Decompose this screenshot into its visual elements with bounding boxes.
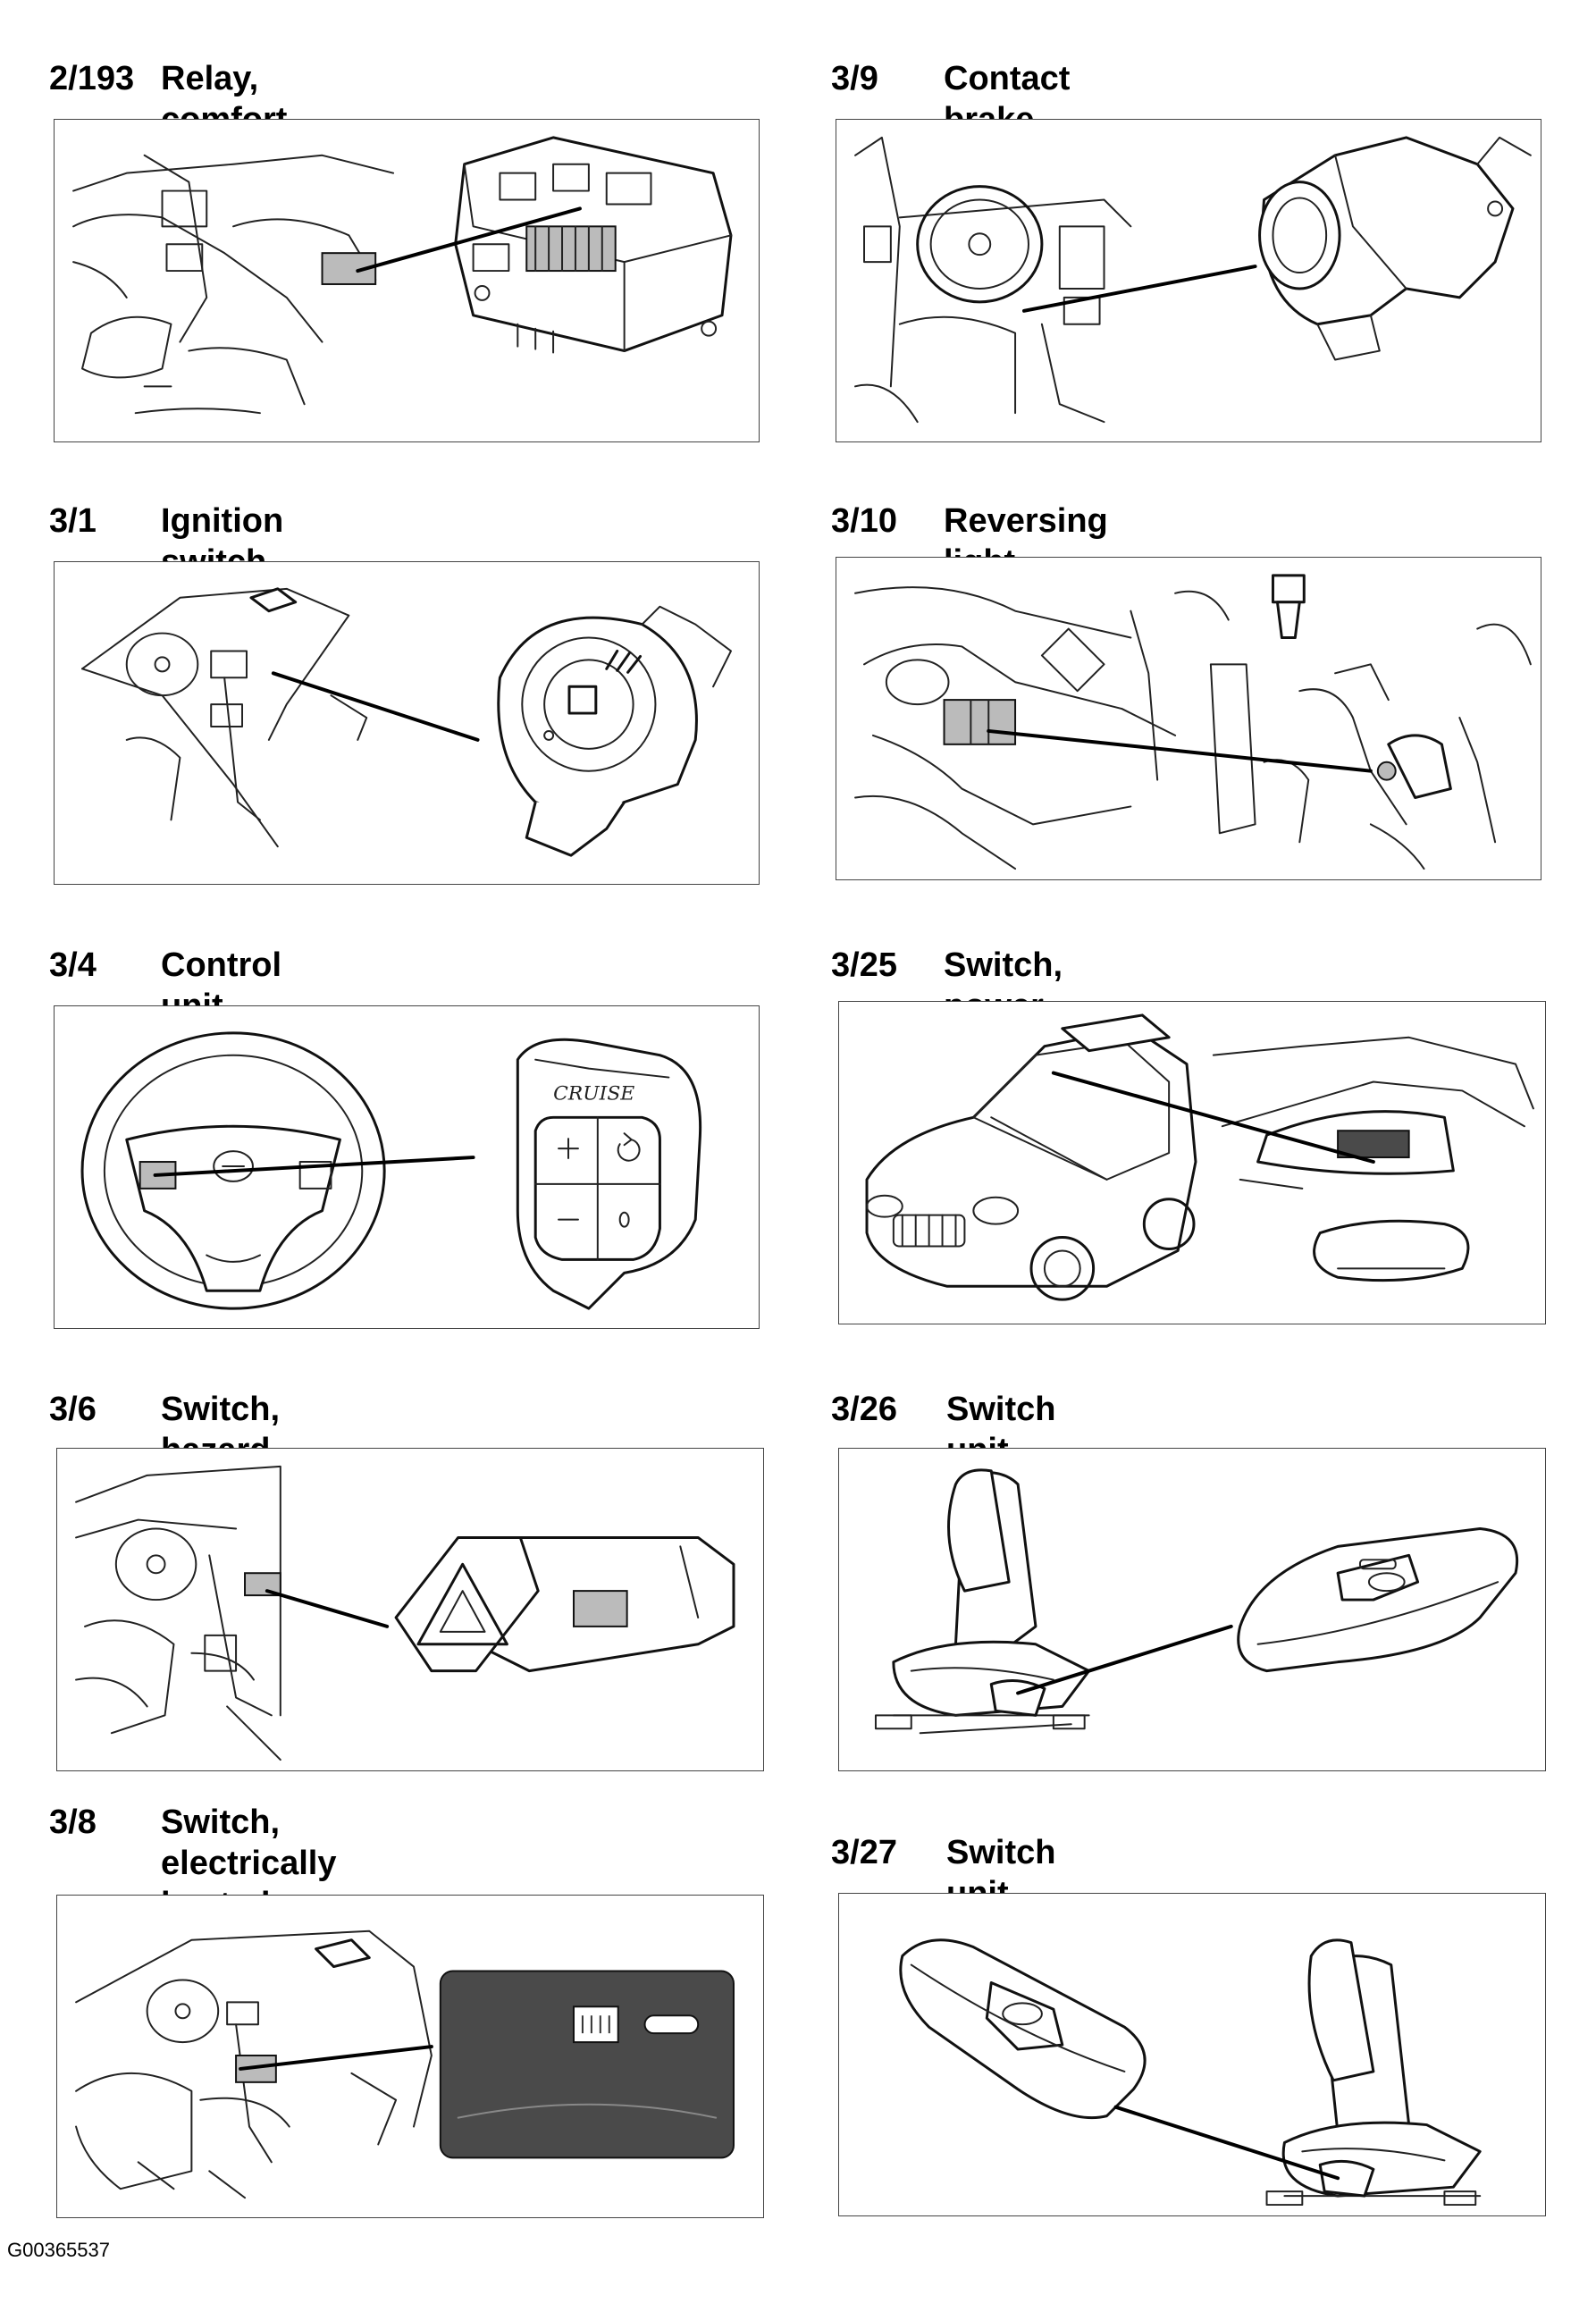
illustration-cruise-control: CRUISE <box>54 1005 760 1329</box>
sunroof-drawing <box>865 1013 1534 1301</box>
component-code: 3/8 <box>49 1803 97 1841</box>
illustration-brake-light-contact <box>836 119 1541 442</box>
cruise-label: CRUISE <box>553 1082 634 1105</box>
component-code: 2/193 <box>49 60 135 97</box>
illustration-ignition-switch <box>54 561 760 885</box>
illustration-passenger-seat-switch <box>838 1893 1546 2216</box>
brake-light-drawing <box>854 136 1532 424</box>
passenger-seat-drawing <box>899 1938 1482 2207</box>
hazard-drawing <box>75 1465 735 1761</box>
illustration-power-sunroof <box>838 1001 1546 1324</box>
illustration-relay-comfort <box>54 119 760 442</box>
component-code: 3/26 <box>831 1391 897 1428</box>
figure-id: G00365537 <box>7 2239 110 2261</box>
component-code: 3/27 <box>831 1834 897 1871</box>
component-code: 3/10 <box>831 502 897 540</box>
illustration-hazard-switch <box>56 1448 764 1771</box>
ignition-drawing <box>81 587 732 857</box>
heated-window-drawing <box>75 1929 735 2199</box>
driver-seat-drawing <box>874 1468 1519 1735</box>
illustration-reversing-light <box>836 557 1541 880</box>
component-code: 3/9 <box>831 60 878 97</box>
cruise-drawing: CRUISE <box>80 1031 702 1310</box>
component-code: 3/4 <box>49 946 97 984</box>
relay-drawing <box>72 136 733 415</box>
component-code: 3/6 <box>49 1391 97 1428</box>
illustration-driver-seat-switch <box>838 1448 1546 1771</box>
component-code: 3/1 <box>49 502 97 540</box>
reversing-light-drawing <box>854 574 1532 870</box>
component-code: 3/25 <box>831 946 897 984</box>
illustration-heated-rear-window <box>56 1895 764 2218</box>
